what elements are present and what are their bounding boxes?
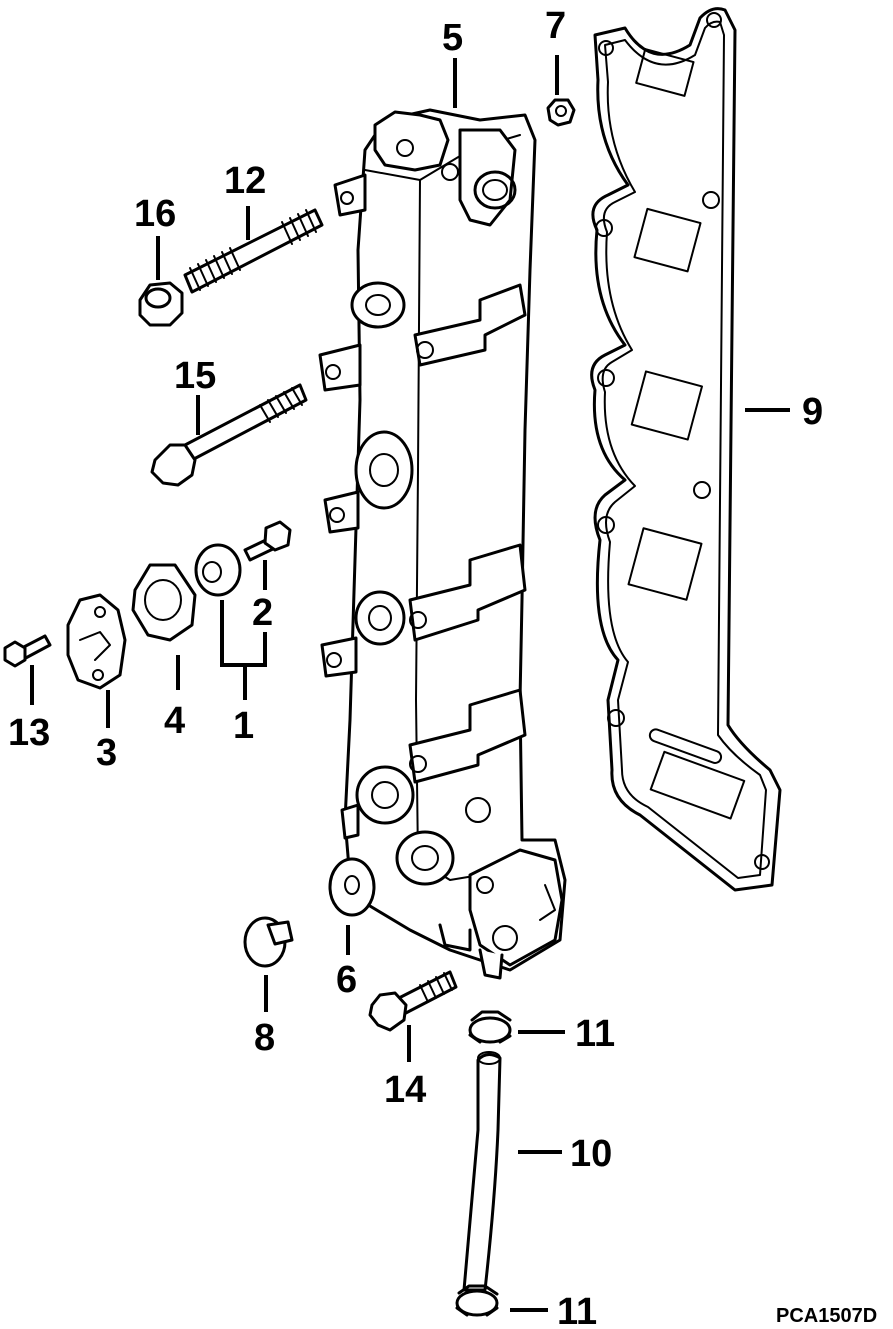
callout-12: 12 — [224, 160, 266, 202]
leader-lines — [30, 55, 790, 1312]
callout-11-bottom: 11 — [557, 1291, 597, 1329]
callout-13: 13 — [8, 712, 50, 754]
callout-7: 7 — [545, 5, 566, 47]
plug-part-1 — [194, 543, 242, 597]
nut-part-16 — [138, 281, 184, 327]
callout-4: 4 — [164, 700, 185, 742]
exhaust-cover-part-5 — [318, 108, 567, 980]
nut-part-7 — [546, 98, 576, 127]
bolt-part-14 — [368, 970, 458, 1032]
callout-8: 8 — [254, 1017, 275, 1059]
screw-part-2 — [243, 520, 292, 562]
callout-3: 3 — [96, 732, 117, 774]
figure-code: PCA1507D — [776, 1305, 877, 1327]
callout-10: 10 — [570, 1133, 612, 1175]
callout-9: 9 — [802, 391, 823, 433]
callout-1: 1 — [233, 705, 254, 747]
bolt-part-15 — [150, 383, 308, 487]
callout-labels: 1 2 3 4 5 6 7 8 9 10 11 11 12 13 14 15 1… — [8, 5, 877, 1329]
callout-14: 14 — [384, 1069, 426, 1111]
callout-2: 2 — [252, 592, 273, 634]
cover-plate-part-3 — [66, 593, 127, 690]
gasket-part-9 — [590, 7, 782, 892]
callout-6: 6 — [336, 959, 357, 1001]
plug-part-8 — [243, 916, 294, 968]
callout-16: 16 — [134, 193, 176, 235]
gasket-part-4 — [131, 563, 197, 642]
clamp-part-11-top — [468, 1010, 512, 1044]
clamp-part-11-bottom — [455, 1284, 499, 1317]
callout-15: 15 — [174, 355, 216, 397]
callout-5: 5 — [442, 17, 463, 59]
plug-part-6 — [328, 857, 376, 917]
callout-11-top: 11 — [575, 1013, 615, 1055]
hose-part-10 — [462, 1051, 502, 1292]
bolt-part-13 — [3, 634, 52, 668]
stud-part-12 — [183, 208, 324, 294]
